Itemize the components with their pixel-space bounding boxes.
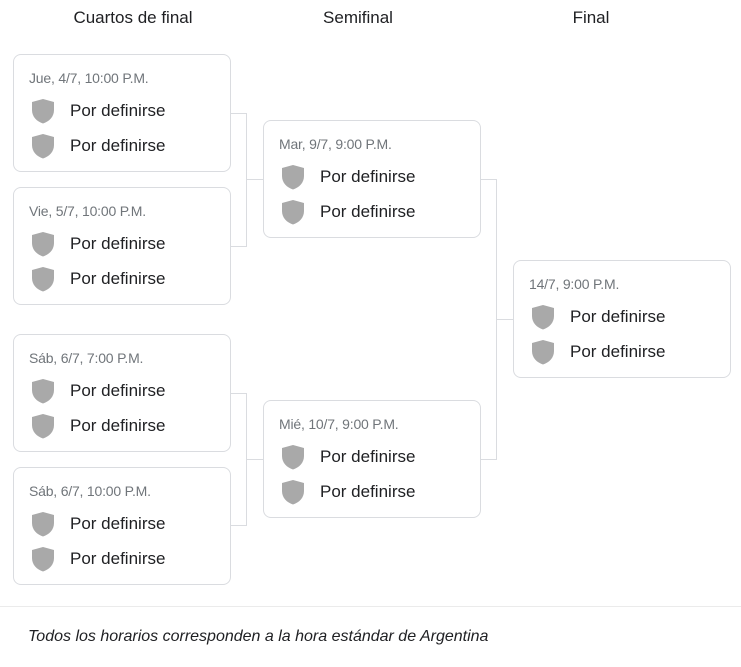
team-shield-icon (282, 165, 304, 190)
team-name: Por definirse (570, 342, 666, 361)
team-name: Por definirse (70, 136, 166, 155)
team-name: Por definirse (320, 202, 416, 221)
match-date: Mié, 10/7, 9:00 P.M. (279, 416, 399, 432)
connector-line (231, 113, 247, 114)
connector-line (481, 459, 497, 460)
connector-line (246, 459, 263, 460)
team-row: Por definirse (31, 231, 165, 257)
team-shield-icon (282, 480, 304, 505)
team-shield-icon (32, 512, 54, 537)
match-card-sf1[interactable]: Mar, 9/7, 9:00 P.M. Por definirse Por de… (263, 120, 481, 238)
team-shield-icon (32, 134, 54, 159)
team-row: Por definirse (281, 444, 415, 470)
footer-divider (0, 606, 741, 607)
team-row: Por definirse (31, 133, 165, 159)
match-date: Jue, 4/7, 10:00 P.M. (29, 70, 149, 86)
team-name: Por definirse (70, 381, 166, 400)
team-row: Por definirse (31, 98, 165, 124)
match-date: Vie, 5/7, 10:00 P.M. (29, 203, 146, 219)
match-card-qf2[interactable]: Vie, 5/7, 10:00 P.M. Por definirse Por d… (13, 187, 231, 305)
match-date: 14/7, 9:00 P.M. (529, 276, 620, 292)
team-shield-icon (32, 379, 54, 404)
team-name: Por definirse (70, 101, 166, 120)
connector-line (231, 393, 247, 394)
team-row: Por definirse (31, 266, 165, 292)
team-shield-icon (32, 547, 54, 572)
match-card-final[interactable]: 14/7, 9:00 P.M. Por definirse Por defini… (513, 260, 731, 378)
team-name: Por definirse (70, 549, 166, 568)
team-name: Por definirse (70, 234, 166, 253)
timezone-note: Todos los horarios corresponden a la hor… (28, 628, 489, 645)
match-date: Sáb, 6/7, 7:00 P.M. (29, 350, 144, 366)
round-title-final: Final (572, 8, 610, 27)
team-row: Por definirse (281, 199, 415, 225)
team-shield-icon (32, 232, 54, 257)
team-shield-icon (282, 200, 304, 225)
match-card-qf3[interactable]: Sáb, 6/7, 7:00 P.M. Por definirse Por de… (13, 334, 231, 452)
team-name: Por definirse (570, 307, 666, 326)
connector-line (246, 113, 247, 247)
team-shield-icon (282, 445, 304, 470)
team-name: Por definirse (70, 416, 166, 435)
team-name: Por definirse (320, 482, 416, 501)
team-shield-icon (532, 340, 554, 365)
team-shield-icon (32, 267, 54, 292)
match-card-qf1[interactable]: Jue, 4/7, 10:00 P.M. Por definirse Por d… (13, 54, 231, 172)
team-row: Por definirse (31, 378, 165, 404)
team-shield-icon (32, 99, 54, 124)
match-card-sf2[interactable]: Mié, 10/7, 9:00 P.M. Por definirse Por d… (263, 400, 481, 518)
team-row: Por definirse (31, 511, 165, 537)
team-shield-icon (532, 305, 554, 330)
match-date: Mar, 9/7, 9:00 P.M. (279, 136, 392, 152)
round-title-quarterfinals: Cuartos de final (73, 8, 193, 27)
connector-line (246, 179, 263, 180)
team-row: Por definirse (31, 546, 165, 572)
match-date: Sáb, 6/7, 10:00 P.M. (29, 483, 151, 499)
team-row: Por definirse (531, 339, 665, 365)
team-row: Por definirse (31, 413, 165, 439)
team-row: Por definirse (281, 164, 415, 190)
team-row: Por definirse (531, 304, 665, 330)
team-row: Por definirse (281, 479, 415, 505)
match-card-qf4[interactable]: Sáb, 6/7, 10:00 P.M. Por definirse Por d… (13, 467, 231, 585)
team-shield-icon (32, 414, 54, 439)
connector-line (231, 525, 247, 526)
team-name: Por definirse (70, 269, 166, 288)
connector-line (481, 179, 497, 180)
round-title-semifinal: Semifinal (323, 8, 393, 27)
connector-line (231, 246, 247, 247)
team-name: Por definirse (320, 167, 416, 186)
team-name: Por definirse (70, 514, 166, 533)
connector-line (496, 319, 513, 320)
team-name: Por definirse (320, 447, 416, 466)
